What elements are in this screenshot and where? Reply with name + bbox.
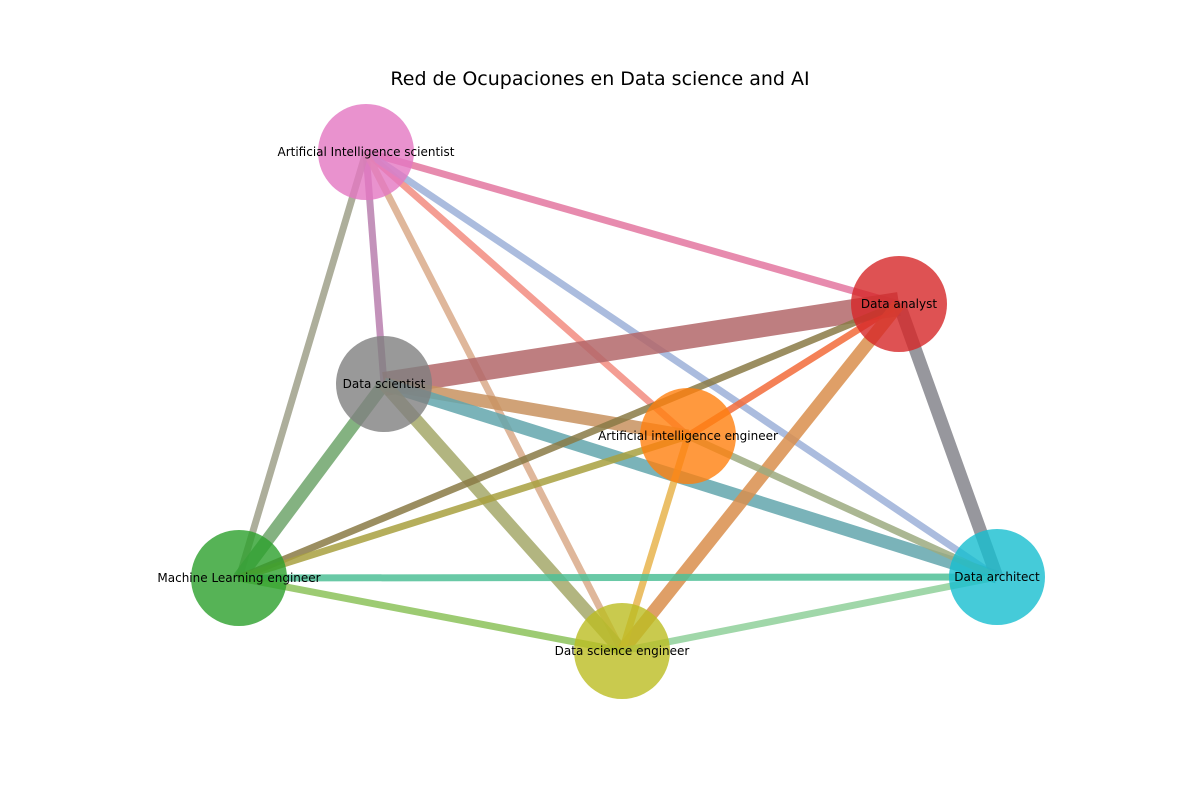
edge-aie-mle <box>237 432 690 582</box>
edge-ais-da <box>365 148 900 308</box>
edge-ds-aie <box>382 377 690 443</box>
chart-title: Red de Ocupaciones en Data science and A… <box>390 68 810 90</box>
node-dse <box>574 603 670 699</box>
edge-mle-darc <box>238 573 998 582</box>
node-label-darc: Data architect <box>954 570 1040 584</box>
node-label-da: Data analyst <box>861 297 937 311</box>
edge-ais-aie <box>363 149 691 439</box>
node-mle <box>191 530 287 626</box>
node-label-mle: Machine Learning engineer <box>157 571 320 585</box>
node-label-ds: Data scientist <box>343 377 426 391</box>
edge-ais-mle <box>235 151 370 579</box>
node-label-aie: Artificial intelligence engineer <box>598 429 778 443</box>
node-layer <box>191 104 1045 699</box>
node-label-ais: Artificial Intelligence scientist <box>278 145 455 159</box>
node-ais <box>318 104 414 200</box>
edge-ds-dse <box>379 379 627 656</box>
edge-da-darc <box>892 301 1004 580</box>
node-darc <box>949 529 1045 625</box>
edge-da-dse <box>616 299 905 656</box>
edge-ais-darc <box>364 149 999 580</box>
edge-da-mle <box>237 300 901 582</box>
node-ds <box>336 336 432 432</box>
node-label-dse: Data science engineer <box>555 644 690 658</box>
edge-ds-da <box>382 292 901 396</box>
edge-darc-dse <box>621 573 998 655</box>
node-da <box>851 256 947 352</box>
node-aie <box>640 388 736 484</box>
edge-mle-dse <box>238 574 623 655</box>
edge-aie-darc <box>686 432 999 581</box>
